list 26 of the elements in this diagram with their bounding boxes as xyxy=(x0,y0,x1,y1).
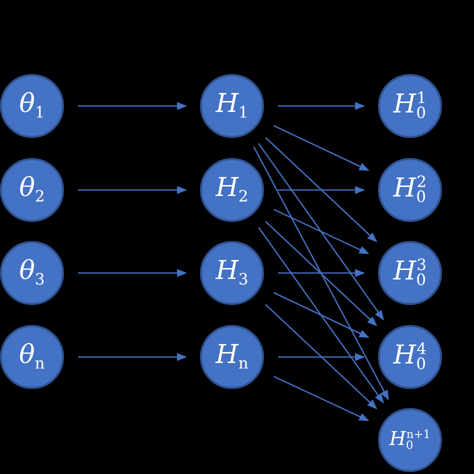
arrow xyxy=(273,292,370,338)
arrow xyxy=(265,221,378,326)
math-label: H$_{n}$ xyxy=(216,342,248,372)
math-label: θ$_{3}$ xyxy=(19,258,45,288)
arrow xyxy=(265,137,378,242)
math-label: H$_{1}$ xyxy=(216,90,248,122)
arrow xyxy=(78,186,187,194)
math-label: H$_{3}$ xyxy=(216,258,248,288)
math-label: θ$_{2}$ xyxy=(19,174,45,206)
math-label: H$_{2}$ xyxy=(216,174,248,206)
arrow xyxy=(253,146,389,400)
arrow xyxy=(278,353,365,361)
arrow xyxy=(78,353,187,361)
arrow xyxy=(273,125,370,171)
arrow xyxy=(265,304,378,410)
arrow xyxy=(78,269,187,277)
arrow xyxy=(273,208,370,254)
math-label: θ$_{1}$ xyxy=(19,90,45,122)
arrow xyxy=(278,102,365,110)
math-label: θ$_{n}$ xyxy=(19,342,45,372)
arrow xyxy=(258,227,384,404)
arrow xyxy=(78,102,187,110)
arrow xyxy=(278,186,365,194)
arrow xyxy=(273,376,370,422)
arrow xyxy=(278,269,365,277)
arrow xyxy=(258,143,384,320)
